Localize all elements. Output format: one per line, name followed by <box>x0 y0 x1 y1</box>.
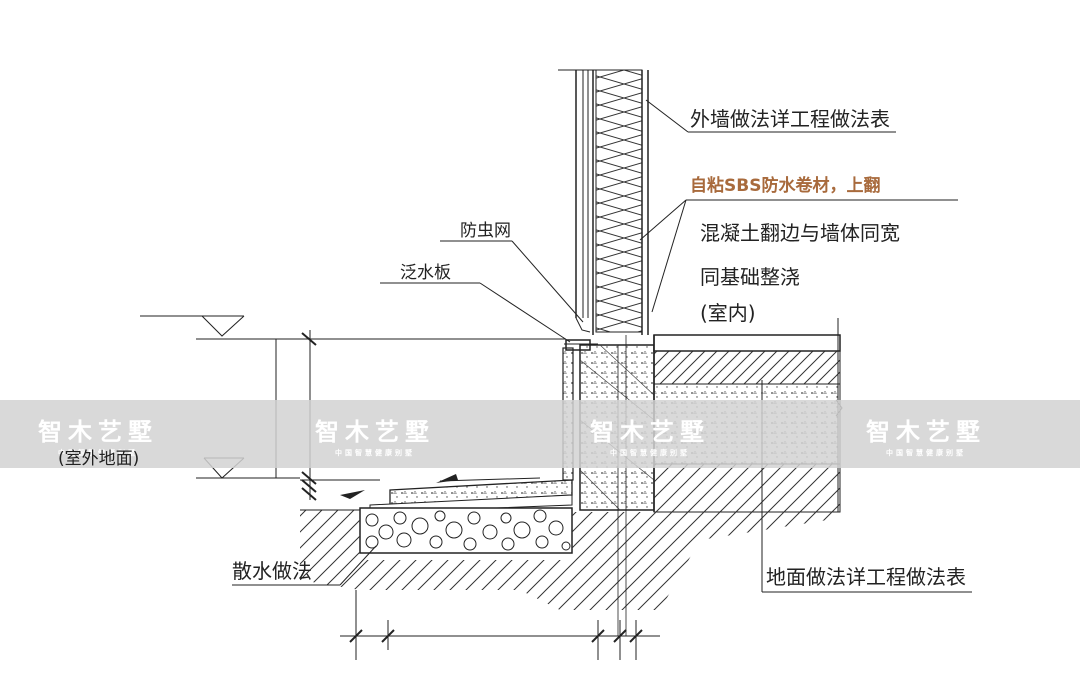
watermark: 智木艺墅 中国智慧健康别墅 智木艺墅 中国智慧健康别墅 智木艺墅 中国智慧健康别… <box>38 418 986 457</box>
label-flashing: 泛水板 <box>400 263 451 283</box>
label-concrete-edge: 混凝土翻边与墙体同宽 <box>700 221 900 245</box>
horizontal-dimension <box>340 335 660 660</box>
label-insect-screen: 防虫网 <box>460 221 511 241</box>
label-outdoor-ground: (室外地面) <box>58 449 139 469</box>
label-sbs-membrane: 自粘SBS防水卷材，上翻 <box>690 175 880 196</box>
apron <box>359 479 573 554</box>
gravel-bed <box>365 509 571 551</box>
watermark-tagline-3: 中国智慧健康别墅 <box>610 448 690 457</box>
watermark-tagline-4: 中国智慧健康别墅 <box>886 448 966 457</box>
annotation-labels: 外墙做法详工程做法表 自粘SBS防水卷材，上翻 混凝土翻边与墙体同宽 同基础整浇… <box>58 107 966 589</box>
label-floor: 地面做法详工程做法表 <box>766 565 966 589</box>
watermark-brand-3: 智木艺墅 <box>590 418 710 446</box>
watermark-tagline-2: 中国智慧健康别墅 <box>335 448 415 457</box>
watermark-brand-4: 智木艺墅 <box>866 418 986 446</box>
label-exterior-wall: 外墙做法详工程做法表 <box>690 107 890 131</box>
label-indoor: (室内) <box>700 301 756 325</box>
slope-arrow <box>340 474 541 499</box>
watermark-brand-2: 智木艺墅 <box>315 418 435 446</box>
label-same-foundation: 同基础整浇 <box>700 265 800 289</box>
watermark-brand-1: 智木艺墅 <box>38 418 158 446</box>
watermark-band <box>0 400 1080 468</box>
soil <box>300 509 840 610</box>
exterior-wall <box>558 69 649 335</box>
leader-lines <box>232 99 972 593</box>
watermark-tagline-1: 中国智慧健康别墅 <box>58 448 138 457</box>
label-apron: 散水做法 <box>232 559 312 583</box>
